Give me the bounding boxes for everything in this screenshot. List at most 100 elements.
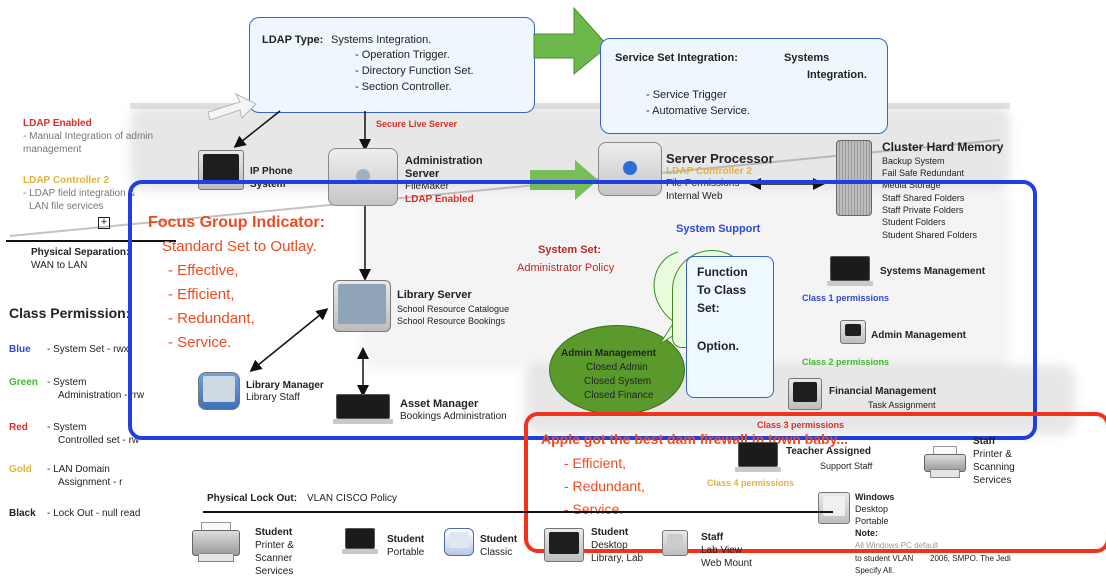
windows-note-line3: Specify All. [855,566,895,575]
class-permission-heading: Class Permission: [9,305,131,321]
library-server-bookings: School Resource Bookings [397,316,506,326]
student-portable-title: Student [387,534,425,545]
financial-management-title: Financial Management [829,386,937,397]
focus-group-line1: Standard Set to Outlay. [162,238,317,255]
focus-group-line4: - Redundant, [168,310,255,327]
apple-line1: - Efficient, [564,455,626,471]
physical-lockout-value: VLAN CISCO Policy [307,493,398,504]
legend-ldap-controller-desc2: LAN file services [29,201,104,212]
financial-management-task: Task Assignment [868,400,936,410]
windows-note-line1: All Windows PC default [855,541,939,550]
library-manager-staff: Library Staff [246,392,300,403]
windows-desktop: Desktop [855,504,889,514]
student-classic-line2: Classic [480,547,513,558]
expand-box-icon[interactable]: + [98,217,110,229]
class-red-desc1: - System [47,422,87,433]
financial-management-icon [788,378,822,410]
green-arrow-icon [533,6,609,76]
legend-ldap-controller-desc1: - LDAP field integration & [23,188,136,199]
legend-ldap-enabled-desc2: management [23,144,82,155]
lockout-line [203,511,833,513]
ldap-type-callout: LDAP Type: Systems Integration. - Operat… [249,17,535,113]
ip-phone-sublabel: System [250,179,286,190]
windows-note-line2: to student VLAN [855,554,914,563]
ldap-type-line3: - Directory Function Set. [355,65,474,77]
apple-line3: - Service. [564,501,624,517]
class-gold-desc1: - LAN Domain [47,464,110,475]
apple-line2: - Redundant, [564,478,645,494]
admin-server-title: Administration [405,155,483,167]
focus-group-line3: - Efficient, [168,286,235,303]
apple-firewall-title: Apple got the best dam firewall in town … [541,431,848,447]
copyright-text: 2006, SMPO. The Jedi [930,554,1011,563]
class-black-desc: - Lock Out - null read [47,508,141,519]
physical-separation-label: Physical Separation: [31,247,130,258]
admin-server-filemaker: FileMaker [405,181,449,192]
bubble-closed-finance: Closed Finance [584,390,654,401]
student-portable-line2: Portable [387,547,425,558]
windows-title: Windows [855,492,895,502]
library-manager-title: Library Manager [246,380,324,391]
separation-line [6,240,176,242]
library-server-icon [333,280,391,332]
service-set-label: Service Set Integration: [615,52,738,64]
class-gold-desc2: Assignment - r [58,477,123,488]
bubble-title: Admin Management [561,348,657,359]
function-class-box [686,256,774,398]
class4-label: Class 4 permissions [707,478,795,488]
windows-portable: Portable [855,516,889,526]
class-red-desc2: Controlled set - rw [58,435,140,446]
cluster-title: Cluster Hard Memory [882,140,1004,154]
student-classic-icon [444,528,474,556]
systems-management-laptop-icon [827,256,873,286]
ldap-type-label: LDAP Type: [262,34,324,46]
service-set-line4: - Automative Service. [646,105,750,117]
gray-arrow-icon [207,92,257,121]
staff-lab-title: Staff [701,532,724,543]
cluster-item: Student Shared Folders [882,230,978,240]
student-printer-line3: Scanner [255,553,293,564]
class3-label: Class 3 permissions [757,420,845,430]
bubble-closed-admin: Closed Admin [586,362,648,373]
admin-management-label: Admin Management [871,330,967,341]
server-processor-icon [598,142,662,196]
class-black-name: Black [9,508,36,519]
student-desktop-icon [544,528,584,562]
legend-ldap-controller: LDAP Controller 2 [23,175,109,186]
server-processor-title: Server Processor [666,151,774,166]
class-green-desc1: - System [47,377,87,388]
cluster-item: Staff Private Folders [882,205,964,215]
service-set-callout: Service Set Integration: Systems Integra… [600,38,888,134]
function-class-line2: To Class [697,283,747,297]
student-desktop-title: Student [591,527,629,538]
system-support-label: System Support [676,223,761,235]
staff-printer-line3: Scanning [973,462,1015,473]
staff-printer-title: Staff [973,436,996,447]
staff-lab-line2: Lab View [701,545,742,556]
teacher-support-staff: Support Staff [820,461,873,471]
administration-server-icon [328,148,398,206]
student-classic-title: Student [480,534,518,545]
library-server-catalogue: School Resource Catalogue [397,304,510,314]
class2-label: Class 2 permissions [802,357,890,367]
class-blue-name: Blue [9,344,31,355]
student-desktop-line3: Library, Lab [591,553,644,564]
asset-manager-title: Asset Manager [400,398,479,410]
class-red-name: Red [9,422,28,433]
function-class-line1: Function [697,265,748,279]
ldap-type-line4: - Section Controller. [355,81,452,93]
service-set-line3: - Service Trigger [646,89,727,101]
legend-ldap-enabled: LDAP Enabled [23,118,92,129]
cluster-item: Media Storage [882,180,941,190]
student-portable-icon [342,528,378,554]
teacher-assigned-title: Teacher Assigned [786,446,872,457]
bubble-closed-system: Closed System [584,376,652,387]
class-green-name: Green [9,377,38,388]
windows-desktop-icon [818,492,850,524]
class-blue-desc: - System Set - rwx [47,344,129,355]
staff-lab-line3: Web Mount [701,558,752,569]
library-manager-icon [198,372,240,410]
physical-lockout-label: Physical Lock Out: [207,493,298,504]
library-server-title: Library Server [397,289,472,301]
systems-management-label: Systems Management [880,266,986,277]
